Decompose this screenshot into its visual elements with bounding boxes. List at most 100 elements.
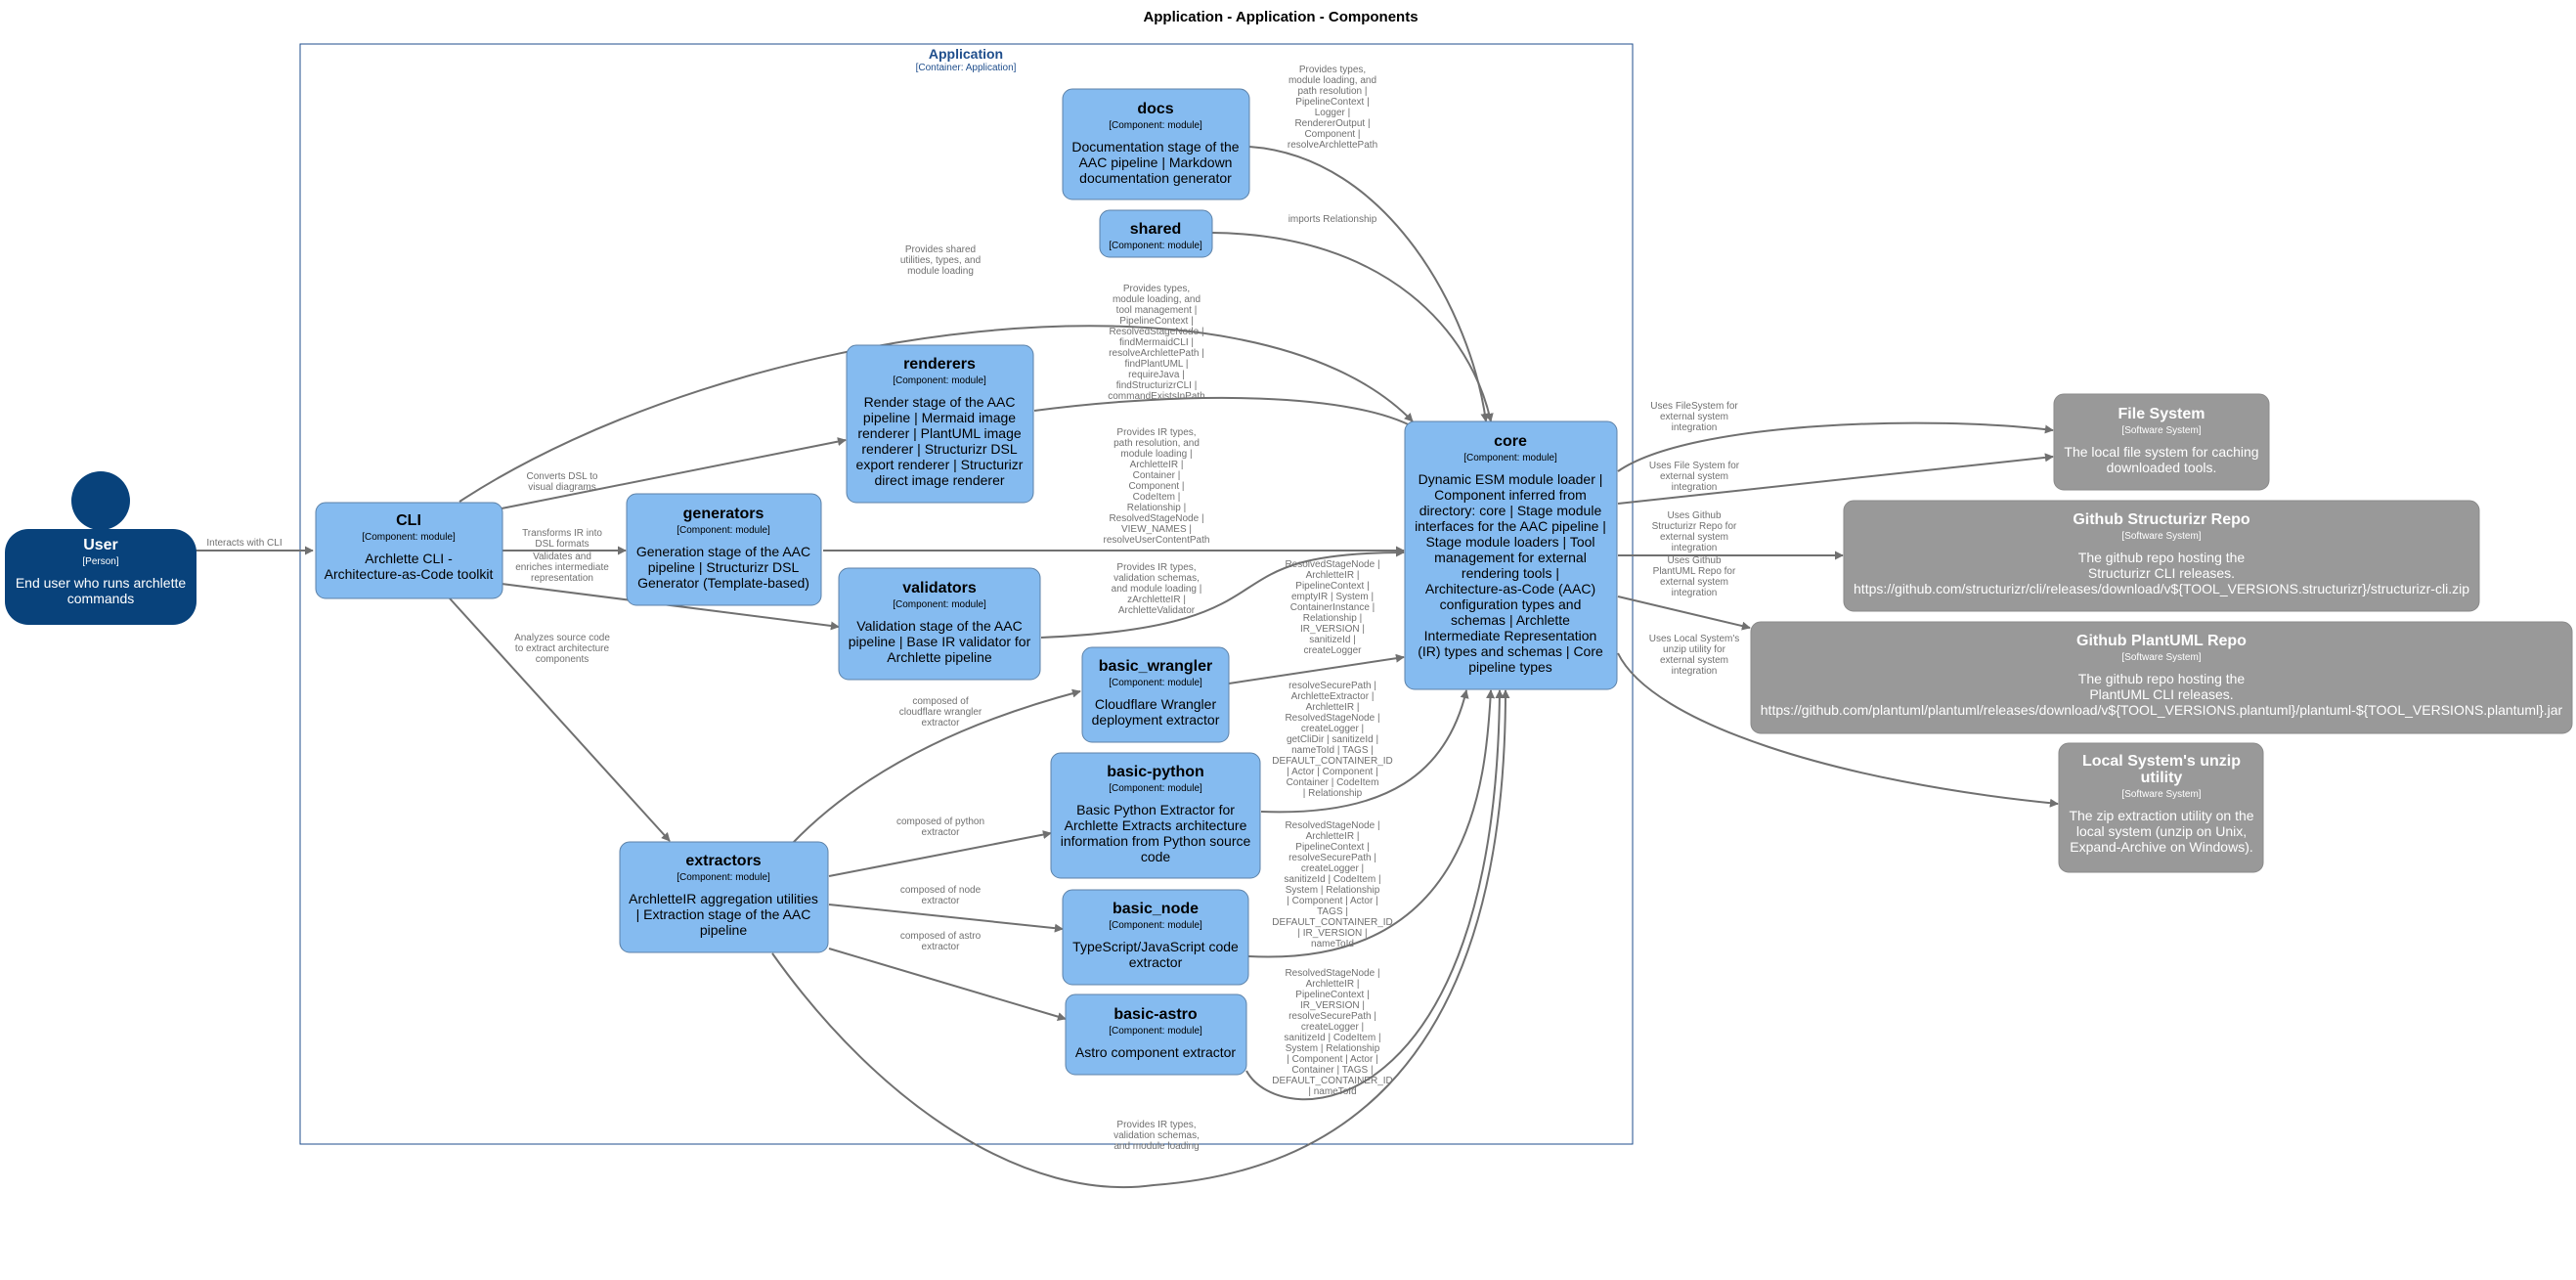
node-basic-astro[interactable]: basic-astro[Component: module]Astro comp… bbox=[1065, 993, 1247, 1076]
node-description-line: Basic Python Extractor for bbox=[1076, 802, 1235, 817]
node-cli[interactable]: CLI[Component: module]Archlette CLI -Arc… bbox=[315, 502, 503, 599]
node-type: [Component: module] bbox=[1109, 120, 1202, 131]
relationship-label-line: sanitizeId | CodeItem | bbox=[1284, 874, 1380, 885]
label-validators-core: Provides IR types,validation schemas,and… bbox=[1112, 562, 1202, 616]
edge-core-filesystem-2 bbox=[1617, 453, 2054, 505]
node-name: File System bbox=[2118, 406, 2205, 422]
relationship-label-line: utilities, types, and bbox=[900, 255, 981, 266]
relationship-label-line: Relationship | bbox=[1127, 503, 1186, 513]
node-description-line: Dynamic ESM module loader | bbox=[1419, 471, 1603, 487]
relationship-label-line: | Component | Actor | bbox=[1287, 1054, 1377, 1065]
relationship-label-line: requireJava | bbox=[1128, 370, 1185, 380]
relationship-label-line: module loading bbox=[907, 266, 974, 277]
relationship-label-line: Provides IR types, bbox=[1116, 427, 1196, 438]
node-renderers[interactable]: renderers[Component: module]Render stage… bbox=[846, 344, 1034, 504]
node-description-line: PlantUML CLI releases. bbox=[2089, 686, 2233, 702]
relationship-label-line: enriches intermediate bbox=[515, 562, 609, 573]
node-description-line: pipeline | Mermaid image bbox=[863, 410, 1016, 425]
relationship-label-line: Provides types, bbox=[1123, 284, 1190, 294]
boundary-frame bbox=[299, 43, 1634, 1145]
node-description-line: directory: core | Stage module bbox=[1419, 503, 1602, 518]
node-description-line: interfaces for the AAC pipeline | bbox=[1415, 518, 1606, 534]
node-name: CLI bbox=[396, 512, 421, 529]
relationship-label-line: findPlantUML | bbox=[1124, 359, 1188, 370]
node-shared[interactable]: shared[Component: module] bbox=[1099, 209, 1213, 258]
relationship-label-line: | Actor | Component | bbox=[1287, 767, 1377, 777]
relationship-label-line: Analyzes source code bbox=[514, 633, 610, 643]
node-extractors[interactable]: extractors[Component: module]ArchletteIR… bbox=[619, 841, 829, 953]
node-description-line: schemas | Archlette bbox=[1451, 612, 1570, 628]
edge-cli-core bbox=[458, 325, 1414, 503]
node-description-line: TypeScript/JavaScript code bbox=[1072, 939, 1239, 954]
node-description-line: Architecture-as-Code (AAC) bbox=[1425, 581, 1595, 596]
diagram-title: Application - Application - Components bbox=[1143, 9, 1418, 25]
node-core[interactable]: core [Component: module] Dynamic ESM modul… bbox=[1404, 420, 1618, 690]
edge-python-core bbox=[1260, 689, 1469, 814]
relationship-label-line: Component | bbox=[1128, 481, 1184, 492]
edge-core-unzip bbox=[1617, 652, 2059, 808]
edge-core-filesystem-1 bbox=[1617, 421, 2054, 472]
relationship-label-line: ResolvedStageNode | bbox=[1109, 327, 1203, 337]
relationship-label-line: external system bbox=[1660, 471, 1728, 482]
relationship-label-line: tool management | bbox=[1116, 305, 1198, 316]
relationship-edges bbox=[196, 146, 2059, 1189]
node-github-structurizr[interactable]: Github Structurizr Repo[Software System]… bbox=[1843, 500, 2480, 612]
node-description-line: pipeline | Base IR validator for bbox=[849, 634, 1031, 649]
node-github-plantuml[interactable]: Github PlantUML Repo[Software System]The… bbox=[1750, 621, 2573, 734]
node-generators[interactable]: generators[Component: module]Generation … bbox=[626, 493, 822, 606]
node-type: [Component: module] bbox=[677, 872, 770, 883]
node-validators[interactable]: validators[Component: module]Validation … bbox=[838, 567, 1041, 681]
relationship-label-line: integration bbox=[1672, 543, 1718, 553]
label-node-core: ResolvedStageNode |ArchletteIR |Pipeline… bbox=[1272, 820, 1393, 949]
relationship-label-line: createLogger | bbox=[1301, 724, 1364, 734]
node-description-line: The github repo hosting the bbox=[2078, 671, 2246, 686]
node-basic-wrangler[interactable]: basic_wrangler[Component: module]Cloudfl… bbox=[1081, 646, 1230, 743]
node-type: [Component: module] bbox=[1463, 453, 1557, 463]
node-description-line: End user who runs archlette bbox=[16, 575, 187, 591]
node-type: [Component: module] bbox=[893, 599, 986, 610]
relationship-label-line: createLogger bbox=[1304, 645, 1363, 656]
node-basic-node[interactable]: basic_node[Component: module]TypeScript/… bbox=[1062, 889, 1249, 986]
node-description-line: Generation stage of the AAC bbox=[636, 544, 810, 559]
node-description-line: renderer | PlantUML image bbox=[857, 425, 1022, 441]
relationship-label-line: findStructurizrCLI | bbox=[1116, 380, 1198, 391]
node-description-line: Documentation stage of the bbox=[1071, 139, 1239, 154]
relationship-label-line: ResolvedStageNode | bbox=[1285, 820, 1379, 831]
relationship-label-line: composed of bbox=[912, 696, 968, 707]
node-type: [Component: module] bbox=[1109, 241, 1202, 251]
node-docs[interactable]: docs[Component: module]Documentation sta… bbox=[1062, 88, 1250, 200]
node-type: [Person] bbox=[82, 556, 118, 567]
node-description-line: Component inferred from bbox=[1434, 487, 1587, 503]
boundary-type: [Container: Application] bbox=[916, 63, 1017, 73]
node-file-system[interactable]: File System[Software System]The local fi… bbox=[2053, 393, 2270, 491]
node-description-line: Render stage of the AAC bbox=[864, 394, 1016, 410]
node-name: core bbox=[1494, 433, 1527, 450]
label-python-core: resolveSecurePath |ArchletteExtractor |A… bbox=[1272, 681, 1393, 799]
relationship-label-line: ResolvedStageNode | bbox=[1285, 713, 1379, 724]
relationship-label-line: Transforms IR into bbox=[522, 528, 602, 539]
node-description-line: export renderer | Structurizr bbox=[856, 457, 1024, 472]
edge-docs-core bbox=[1248, 146, 1490, 422]
relationship-label-line: resolveSecurePath | bbox=[1288, 1011, 1376, 1022]
node-description-line: (IR) types and schemas | Core bbox=[1418, 643, 1603, 659]
relationship-label-line: DSL formats bbox=[535, 539, 589, 550]
relationship-label-line: module loading, and bbox=[1288, 75, 1376, 86]
node-description-line: management for external bbox=[1434, 550, 1587, 565]
relationship-label-line: extractor bbox=[922, 896, 961, 906]
node-user[interactable]: User[Person]End user who runs archlettec… bbox=[5, 471, 196, 625]
relationship-label-line: composed of python bbox=[896, 817, 984, 827]
edge-wrangler-core bbox=[1228, 653, 1405, 684]
node-basic-python[interactable]: basic-python[Component: module]Basic Pyt… bbox=[1050, 752, 1261, 879]
node-description-line: pipeline bbox=[700, 922, 747, 938]
relationship-label-line: resolveSecurePath | bbox=[1288, 853, 1376, 863]
relationship-label-line: Provides types, bbox=[1299, 65, 1366, 75]
